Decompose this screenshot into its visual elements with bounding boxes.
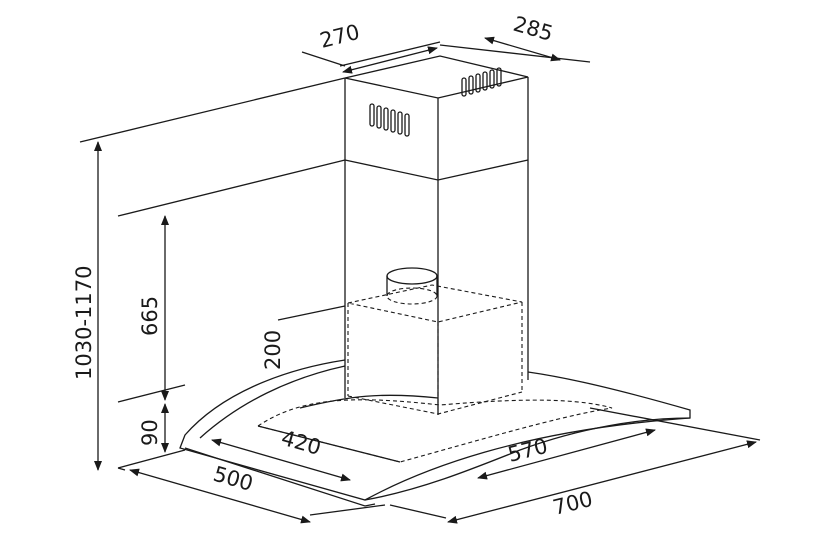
dim-line-570 (477, 428, 656, 480)
label-200: 200 (261, 330, 285, 370)
ext-line-front-left (309, 504, 386, 516)
ext-line-base (117, 467, 126, 471)
ext-line-right (589, 407, 761, 441)
ext-line-chimney-left (301, 51, 346, 67)
label-420: 420 (279, 426, 324, 460)
ext-line-mid (117, 159, 346, 217)
label-570: 570 (505, 434, 550, 467)
dimension-lines (94, 36, 757, 524)
canopy-edge-left (199, 365, 346, 439)
motor-unit (347, 267, 523, 415)
label-270: 270 (317, 20, 362, 53)
label-90: 90 (138, 419, 162, 446)
ext-line-bottom (117, 449, 186, 469)
ext-line-chimney-top (339, 41, 441, 67)
dimension-labels: 270 285 1030-1170 665 200 90 420 500 570… (72, 12, 595, 520)
label-1030-1170: 1030-1170 (72, 266, 96, 380)
motor-top (347, 284, 523, 323)
label-665: 665 (138, 296, 162, 336)
extension-lines (79, 41, 761, 519)
dim-line-285 (484, 36, 561, 62)
upper-chimney (344, 55, 529, 181)
lower-chimney (344, 160, 529, 415)
ext-line-motor (277, 305, 346, 321)
dim-line-420 (211, 438, 351, 482)
vent-slots-right (461, 67, 502, 97)
dim-line-700 (447, 440, 757, 524)
canopy (179, 359, 691, 507)
chimney-bottom-edge (344, 159, 529, 181)
ext-line-top (79, 77, 346, 143)
ext-line-front-right (389, 504, 447, 519)
dim-line-500 (129, 468, 311, 524)
duct-collar-top (386, 267, 438, 285)
vent-slots-left (369, 103, 410, 137)
label-700: 700 (550, 487, 595, 520)
label-285: 285 (511, 12, 556, 46)
ext-line-chimney-right (439, 44, 591, 63)
ext-line-canopy (117, 384, 186, 403)
dim-line-270 (342, 46, 438, 74)
